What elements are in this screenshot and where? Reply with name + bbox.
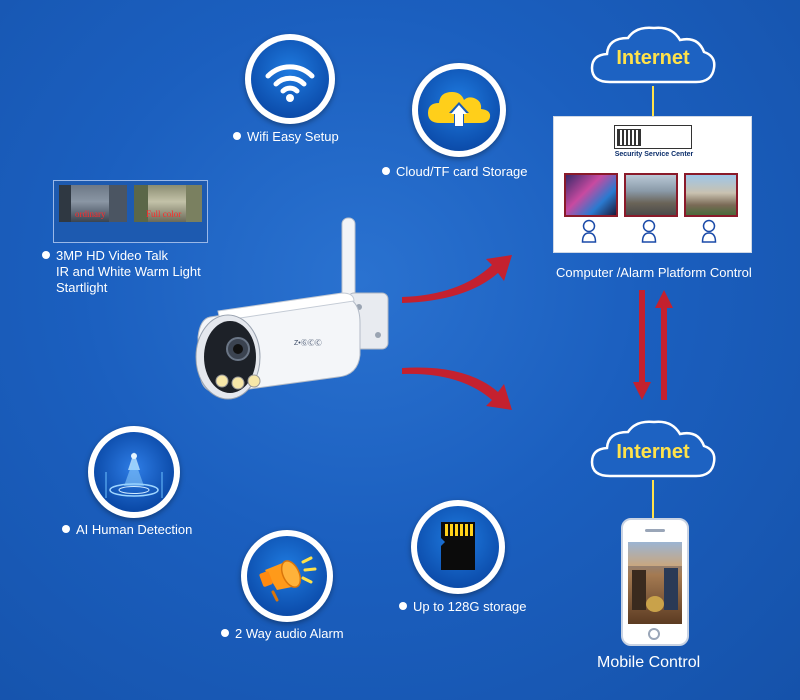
internet-cloud-top: Internet [590,26,716,84]
computer-platform-caption: Computer /Alarm Platform Control [556,265,752,280]
ordinary-label: ordinary [75,209,106,219]
ai-scan-icon [105,452,163,498]
bullet-dot [62,525,70,533]
internet-bottom-connector [652,480,654,518]
cloud-bubble [412,63,506,157]
internet-cloud-bottom: Internet [590,420,716,478]
person-icon [701,219,717,243]
person-icon [641,219,657,243]
storage-label-text: Up to 128G storage [413,599,527,614]
camera-brand-mark: Z•ⒼⒸⒸ [294,339,322,347]
security-service-center-panel: Security Service Center [553,116,752,253]
video-talk-line-3: Startlight [56,280,108,295]
bullet-dot [221,629,229,637]
sd-card-icon [441,522,475,570]
ai-detection-label: AI Human Detection [62,522,192,538]
wifi-label-text: Wifi Easy Setup [247,129,339,144]
wifi-label: Wifi Easy Setup [233,129,339,145]
storage-bubble-inner [417,506,499,588]
person-icon [581,219,597,243]
internet-bottom-label: Internet [616,441,690,463]
security-center-title: Security Service Center [614,151,694,158]
megaphone-icon [259,556,317,602]
wifi-bubble-inner [251,40,329,118]
cloud-bubble-inner [418,69,500,151]
fullcolor-night-image: Full color [134,185,202,222]
cloud-label-text: Cloud/TF card Storage [396,164,528,179]
server-icon [617,129,641,146]
ordinary-night-image: ordinary [59,185,127,222]
wifi-bubble [245,34,335,124]
phone-icon [621,518,689,646]
phone-screen [628,542,682,624]
audio-label: 2 Way audio Alarm [221,626,344,642]
bidirectional-red-arrows [633,290,673,400]
internet-top-label: Internet [616,47,690,69]
bullet-camera-illustration: Z•ⒼⒸⒸ [195,217,389,400]
audio-bubble [241,530,333,622]
ai-detection-bubble-inner [94,432,174,512]
camera-to-mobile-arrow [402,367,512,410]
internet-top-connector [652,86,654,116]
bullet-dot [42,251,50,259]
cloud-upload-icon [428,92,491,127]
audio-bubble-inner [247,536,327,616]
monitor-screen-3 [684,173,738,217]
bullet-dot [233,132,241,140]
bullet-dot [382,167,390,175]
video-talk-line-1: 3MP HD Video Talk [56,248,169,263]
mobile-control-caption: Mobile Control [597,654,701,671]
night-vision-comparison: ordinary Full color [53,180,208,243]
ai-detection-label-text: AI Human Detection [76,522,193,537]
phone-home-button [648,628,660,640]
ai-detection-bubble [88,426,180,518]
bullet-dot [399,602,407,610]
storage-bubble [411,500,505,594]
fullcolor-label: Full color [146,209,182,219]
audio-label-text: 2 Way audio Alarm [235,626,344,641]
video-talk-line-2: IR and White Warm Light [56,264,201,279]
cloud-label: Cloud/TF card Storage [382,164,528,180]
storage-label: Up to 128G storage [399,599,526,615]
camera-to-computer-arrow [402,255,512,303]
wifi-icon [265,64,315,102]
monitor-screen-2 [624,173,678,217]
monitor-screen-1 [564,173,618,217]
video-talk-label: 3MP HD Video Talk IR and White Warm Ligh… [42,248,201,296]
phone-speaker [645,529,665,532]
server-rack-bar [614,125,692,149]
